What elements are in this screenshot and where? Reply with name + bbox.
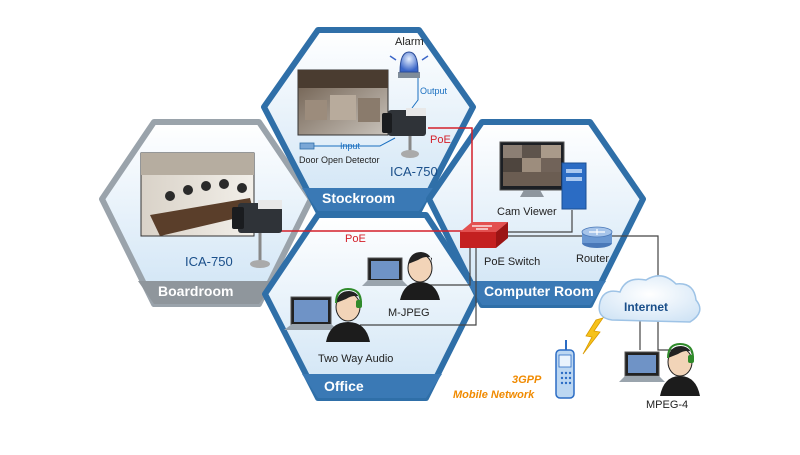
alarm-icon: [389, 51, 429, 78]
camera-boardroom-icon: [232, 200, 282, 268]
laptop-mpeg4-icon: [619, 351, 665, 382]
door-detector-icon: [299, 142, 315, 150]
input-wire: [314, 137, 396, 147]
mpeg4-label: MPEG-4: [646, 399, 688, 411]
internet-cloud-icon: [598, 275, 701, 323]
router-icon: [581, 226, 613, 248]
stockroom-photo: [297, 69, 389, 136]
zone-office-title: Office: [324, 378, 364, 394]
zone-computer-room-title: Computer Room: [484, 283, 594, 299]
laptop-mjpeg-icon: [362, 257, 408, 286]
poe-switch-label: PoE Switch: [484, 256, 540, 268]
user-mpeg4-icon: [660, 342, 700, 396]
two-way-audio-label: Two Way Audio: [318, 353, 393, 365]
server-tower-icon: [561, 162, 587, 210]
hex-computer-room: [426, 119, 646, 308]
mobile-phone-icon: [555, 340, 575, 399]
output-wire: [411, 78, 419, 109]
mjpeg-label: M-JPEG: [388, 307, 430, 319]
cam-viewer-monitor-icon: [499, 141, 565, 197]
zone-stockroom-title: Stockroom: [322, 190, 395, 206]
output-label: Output: [420, 86, 448, 96]
user-headset-icon: [326, 287, 370, 342]
link-office-audio: [360, 248, 477, 326]
camera-stockroom-label: ICA-750: [390, 164, 438, 179]
poe-boardroom-label: PoE: [345, 233, 366, 245]
input-label: Input: [340, 141, 361, 151]
internet-label: Internet: [624, 300, 668, 314]
alarm-label: Alarm: [395, 36, 424, 48]
camera-boardroom-label: ICA-750: [185, 254, 233, 269]
user-mjpeg-icon: [400, 252, 440, 300]
lightning-bolt-icon: [582, 317, 604, 355]
cam-viewer-label: Cam Viewer: [497, 206, 557, 218]
mobile-3gpp-label: 3GPP: [512, 374, 542, 386]
door-open-detector-label: Door Open Detector: [299, 155, 380, 165]
poe-link-stockroom: [428, 127, 473, 235]
router-label: Router: [576, 253, 609, 265]
link-switch-camviewer: [504, 210, 573, 233]
laptop-audio-icon: [284, 296, 338, 330]
zone-boardroom-title: Boardroom: [158, 283, 233, 299]
mobile-network-label: Mobile Network: [453, 389, 535, 401]
poe-switch-icon: [460, 222, 508, 248]
poe-stockroom-label: PoE: [430, 134, 451, 146]
camera-stockroom-icon: [382, 108, 426, 158]
